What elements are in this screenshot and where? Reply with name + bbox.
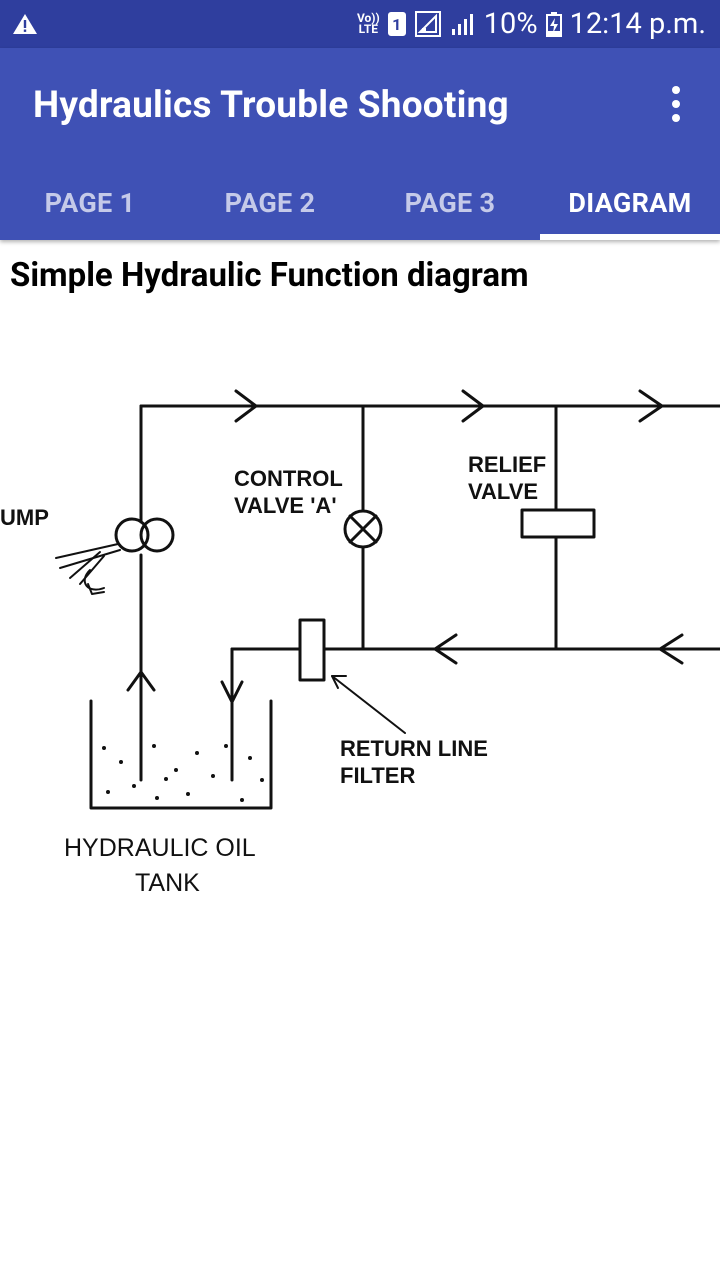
more-options-icon[interactable] — [656, 84, 696, 124]
suction-arrow — [126, 670, 156, 692]
relief-valve-label-line2: VALVE — [468, 479, 538, 504]
pump-symbol — [55, 517, 175, 595]
control-valve-label-line1: CONTROL — [234, 466, 343, 491]
sim-slot-icon: 1 — [387, 12, 406, 36]
signal-sim2-icon — [451, 14, 473, 35]
return-arrow — [658, 633, 684, 665]
oil-particles — [102, 744, 264, 802]
clock: 12:14 p.m. — [569, 7, 706, 41]
tank-label-line1: HYDRAULIC OIL — [64, 834, 256, 862]
tab-bar: PAGE 1 PAGE 2 PAGE 3 DIAGRAM — [0, 166, 720, 240]
volte-indicator: Vo)) LTE — [356, 11, 380, 36]
status-bar: Vo)) LTE 1 10% 12:14 p.m. — [0, 0, 720, 48]
tab-indicator — [540, 234, 720, 240]
oil-tank — [89, 699, 273, 810]
hydraulic-diagram: UMP CONTROL VALVE 'A' RELIEF VALVE RETUR… — [0, 389, 720, 897]
return-line-filter — [298, 618, 326, 682]
filter-pointer-head — [331, 675, 347, 689]
flow-arrow — [461, 389, 485, 423]
warning-icon — [13, 14, 37, 34]
filter-pointer — [331, 675, 406, 734]
battery-charging-icon — [545, 12, 562, 37]
tank-label-line2: TANK — [135, 869, 200, 897]
return-arrow — [433, 633, 458, 665]
page-heading: Simple Hydraulic Function diagram — [10, 256, 529, 295]
control-valve-symbol — [343, 509, 383, 549]
volte-top-text: Vo)) — [356, 11, 380, 25]
tab-page-3[interactable]: PAGE 3 — [404, 187, 496, 219]
volte-bottom-text: LTE — [358, 22, 379, 36]
app-title: Hydraulics Trouble Shooting — [33, 84, 509, 127]
battery-percent: 10% — [483, 7, 538, 41]
return-filter-label-line2: FILTER — [340, 763, 415, 788]
relief-valve-label-line1: RELIEF — [468, 452, 546, 477]
return-filter-label-line1: RETURN LINE — [340, 736, 488, 761]
pump-label: UMP — [0, 505, 49, 530]
flow-arrow — [638, 389, 664, 423]
tab-diagram[interactable]: DIAGRAM — [568, 187, 692, 219]
tank-return-arrow — [220, 680, 244, 704]
tab-page-1[interactable]: PAGE 1 — [44, 187, 136, 219]
tab-page-2[interactable]: PAGE 2 — [224, 187, 316, 219]
flow-arrow — [234, 389, 258, 423]
control-valve-label-line2: VALVE 'A' — [234, 493, 337, 518]
signal-sim1-icon — [414, 11, 441, 37]
relief-valve-symbol — [520, 508, 596, 539]
app-bar: Hydraulics Trouble Shooting PAGE 1 PAGE … — [0, 48, 720, 240]
